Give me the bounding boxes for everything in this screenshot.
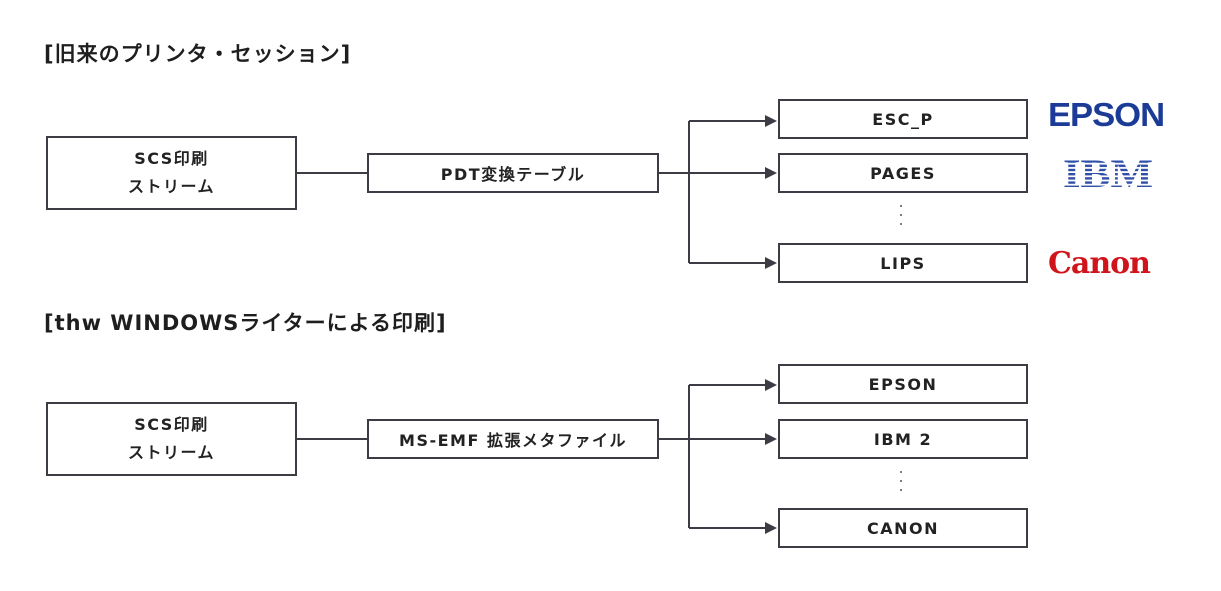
svg-text:IBM: IBM <box>1063 152 1153 192</box>
windows-source-line1: SCS印刷 <box>134 415 209 434</box>
windows-target-ibm2: IBM 2 <box>778 419 1028 459</box>
windows-ellipsis <box>900 471 904 498</box>
windows-target-epson: EPSON <box>778 364 1028 404</box>
legacy-target-lips: LIPS <box>778 243 1028 283</box>
windows-section-heading: [thw WINDOWSライターによる印刷] <box>44 311 447 335</box>
windows-source-line2: ストリーム <box>127 443 216 462</box>
legacy-source-box: SCS印刷 ストリーム <box>46 136 297 210</box>
windows-source-box: SCS印刷 ストリーム <box>46 402 297 476</box>
legacy-source-line1: SCS印刷 <box>134 149 209 168</box>
windows-target-canon: CANON <box>778 508 1028 548</box>
canon-logo: Canon <box>1048 246 1151 281</box>
windows-converter-box: MS-EMF 拡張メタファイル <box>367 419 659 459</box>
ibm-logo: IBM <box>1063 152 1153 192</box>
epson-logo: EPSON <box>1048 96 1165 133</box>
legacy-source-line2: ストリーム <box>127 177 216 196</box>
legacy-section-heading: [旧来のプリンタ・セッション] <box>44 42 352 66</box>
legacy-converter-box: PDT変換テーブル <box>367 153 659 193</box>
legacy-ellipsis <box>900 205 904 232</box>
legacy-target-esc-p: ESC_P <box>778 99 1028 139</box>
legacy-target-pages: PAGES <box>778 153 1028 193</box>
